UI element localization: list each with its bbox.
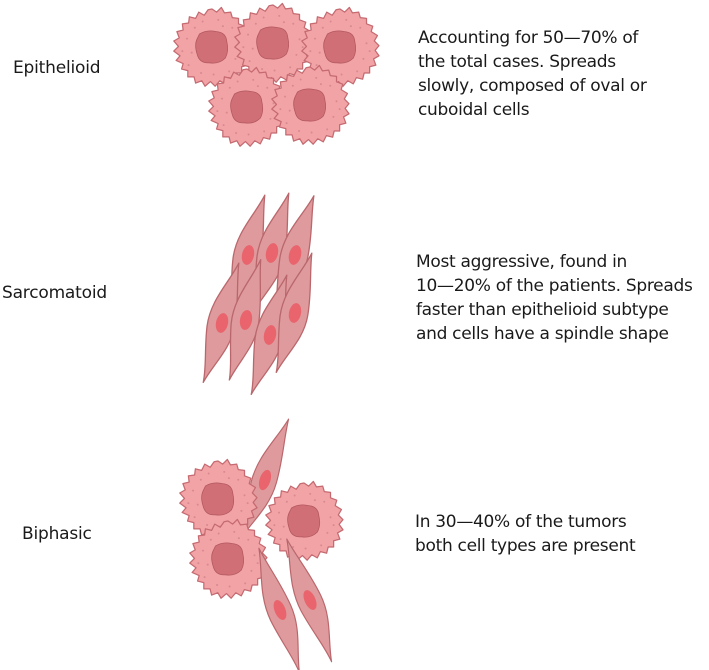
subtype-label-sarcomatoid: Sarcomatoid (2, 283, 107, 303)
subtype-description-sarcomatoid: Most aggressive, found in 10—20% of the … (416, 250, 693, 346)
biphasic-cells-icon (179, 413, 348, 670)
description-line: and cells have a spindle shape (416, 324, 669, 344)
description-line: Accounting for 50—70% of (418, 28, 639, 48)
description-line: 10—20% of the patients. Spreads (416, 276, 693, 296)
description-line: faster than epithelioid subtype (416, 300, 669, 320)
description-line: Most aggressive, found in (416, 252, 627, 272)
epithelioid-cells-icon (173, 2, 380, 147)
description-line: both cell types are present (415, 536, 636, 556)
subtype-label-biphasic: Biphasic (22, 524, 92, 544)
description-line: the total cases. Spreads (418, 52, 616, 72)
subtype-description-biphasic: In 30—40% of the tumors both cell types … (415, 510, 636, 558)
description-line: cuboidal cells (418, 100, 530, 120)
description-line: slowly, composed of oval or (418, 76, 647, 96)
sarcomatoid-cells-icon (194, 188, 324, 400)
subtype-description-epithelioid: Accounting for 50—70% of the total cases… (418, 26, 647, 122)
subtype-label-epithelioid: Epithelioid (13, 58, 101, 78)
description-line: In 30—40% of the tumors (415, 512, 627, 532)
